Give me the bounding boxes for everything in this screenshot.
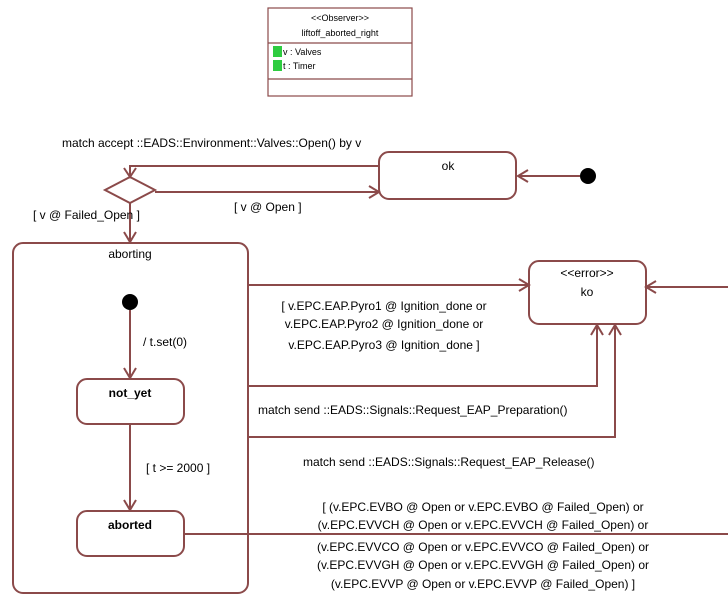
label-valves-5: (v.EPC.EVVP @ Open or v.EPC.EVVP @ Faile… — [331, 577, 635, 591]
arrowhead — [516, 169, 529, 183]
label-valves-4: (v.EPC.EVVGH @ Open or v.EPC.EVVGH @ Fai… — [317, 558, 649, 572]
state-ok — [378, 151, 517, 200]
label-t-set: / t.set(0) — [143, 335, 187, 349]
label-pyro-2: v.EPC.EAP.Pyro2 @ Ignition_done or — [285, 317, 484, 331]
observer-attribute-t: t : Timer — [283, 61, 316, 71]
label-guard-open: [ v @ Open ] — [234, 200, 302, 214]
label-pyro-1: [ v.EPC.EAP.Pyro1 @ Ignition_done or — [281, 299, 486, 313]
state-ok-label: ok — [442, 159, 456, 173]
arrowhead — [608, 323, 622, 336]
state-not-yet-label: not_yet — [109, 386, 152, 400]
initial-node-inner — [122, 294, 138, 310]
attribute-icon — [273, 46, 282, 57]
edge-aborting-to-ko-preparation — [248, 325, 598, 387]
state-aborting-label: aborting — [108, 247, 151, 261]
observer-class-frame — [267, 7, 413, 97]
label-request-release: match send ::EADS::Signals::Request_EAP_… — [303, 455, 594, 469]
label-request-preparation: match send ::EADS::Signals::Request_EAP_… — [258, 403, 568, 417]
observer-stereotype: <<Observer>> — [311, 13, 369, 23]
arrowhead — [518, 278, 531, 292]
arrowhead — [590, 323, 604, 336]
state-ko-label: ko — [581, 285, 594, 299]
label-valves-1: [ (v.EPC.EVBO @ Open or v.EPC.EVBO @ Fai… — [322, 500, 643, 514]
label-guard-failed-open: [ v @ Failed_Open ] — [33, 208, 140, 222]
state-ko — [528, 260, 647, 325]
observer-name: liftoff_aborted_right — [302, 28, 379, 38]
label-valves-3: (v.EPC.EVVCO @ Open or v.EPC.EVVCO @ Fai… — [317, 540, 649, 554]
observer-class-box: <<Observer>> liftoff_aborted_right v : V… — [267, 7, 413, 97]
choice-node — [102, 175, 158, 205]
label-valves-2: (v.EPC.EVVCH @ Open or v.EPC.EVVCH @ Fai… — [318, 518, 649, 532]
arrowhead — [123, 167, 137, 179]
attribute-icon — [273, 60, 282, 71]
arrowhead — [644, 280, 657, 294]
observer-attribute-v: v : Valves — [283, 47, 322, 57]
label-pyro-3: v.EPC.EAP.Pyro3 @ Ignition_done ] — [288, 338, 479, 352]
initial-node-top — [580, 168, 596, 184]
label-match-accept-open: match accept ::EADS::Environment::Valves… — [62, 136, 361, 150]
edge-aborting-to-ko-release — [248, 325, 616, 438]
arrowhead — [368, 185, 381, 199]
label-t-guard: [ t >= 2000 ] — [146, 461, 210, 475]
edge-ok-to-choice — [129, 165, 379, 177]
state-aborted-label: aborted — [108, 518, 152, 532]
state-ko-stereotype: <<error>> — [560, 266, 613, 280]
